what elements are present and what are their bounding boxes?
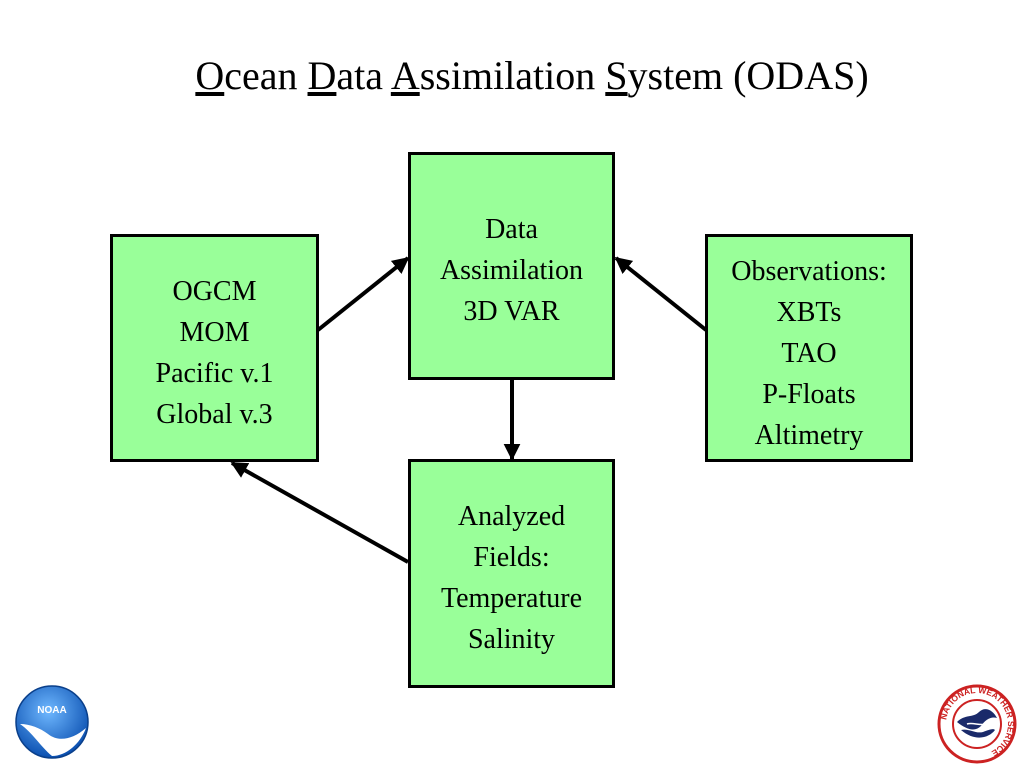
box-line: XBTs xyxy=(776,297,842,328)
box-line: TAO xyxy=(781,338,837,369)
box-line: Observations: xyxy=(731,256,887,287)
box-line: Fields: xyxy=(473,542,550,573)
title-letter-s: S xyxy=(605,53,628,98)
title-part-ystem: ystem (ODAS) xyxy=(627,53,869,98)
box-line: Global v.3 xyxy=(156,399,273,430)
arrow-ogcm-to-da xyxy=(316,256,410,332)
title-part-ssimilation: ssimilation xyxy=(419,53,606,98)
box-line: OGCM xyxy=(172,276,257,307)
box-line: Analyzed xyxy=(457,501,566,532)
title-letter-d: D xyxy=(307,53,337,98)
analyzed-fields-box: Analyzed Fields: Temperature Salinity xyxy=(408,459,615,688)
noaa-logo-icon: NOAA xyxy=(15,685,89,759)
arrow-af-to-ogcm xyxy=(230,461,409,564)
noaa-logo-text: NOAA xyxy=(37,705,66,716)
box-line: MOM xyxy=(179,317,250,348)
observations-box: Observations: XBTs TAO P-Floats Altimetr… xyxy=(705,234,913,462)
title-part-ata: ata xyxy=(336,53,391,98)
box-line: 3D VAR xyxy=(463,296,560,327)
title-part-cean: cean xyxy=(224,53,308,98)
box-line: Assimilation xyxy=(439,255,584,286)
arrow-obs-to-da xyxy=(614,256,708,332)
ogcm-box: OGCM MOM Pacific v.1 Global v.3 xyxy=(110,234,319,462)
box-line: Pacific v.1 xyxy=(155,358,274,389)
box-line: Temperature xyxy=(440,583,583,614)
title-letter-a: A xyxy=(390,53,420,98)
nws-logo-icon: NATIONAL WEATHER SERVICE xyxy=(937,684,1017,764)
data-assimilation-box: Data Assimilation 3D VAR xyxy=(408,152,615,380)
box-line: Data xyxy=(485,214,538,245)
title-letter-o: O xyxy=(195,53,225,98)
box-line: P-Floats xyxy=(762,379,856,410)
box-line: Salinity xyxy=(467,624,556,655)
box-line: Altimetry xyxy=(754,420,864,451)
page-title: Ocean Data Assimilation System (ODAS) xyxy=(0,52,1024,100)
